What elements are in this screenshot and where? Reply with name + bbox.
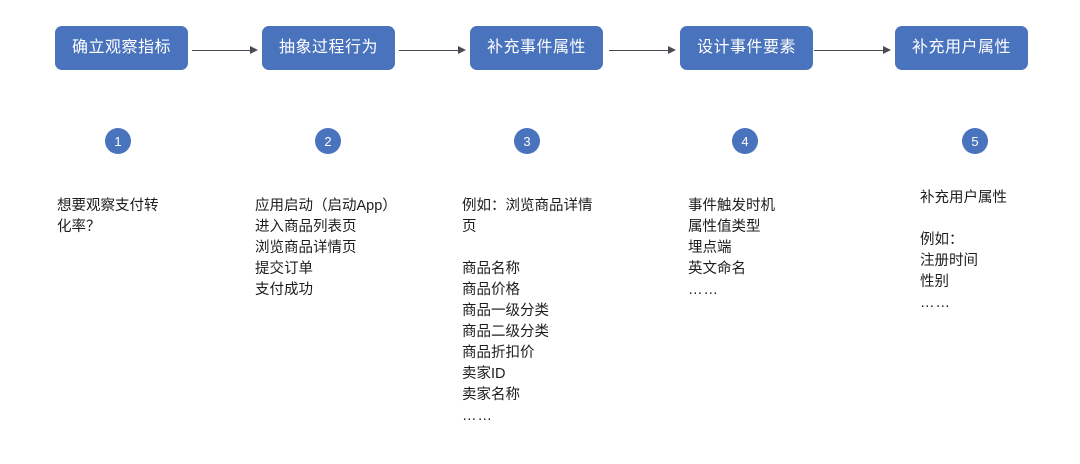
description-line: 商品价格 <box>462 282 520 298</box>
description-line: 例如：浏览商品详情 <box>462 198 593 214</box>
step-circle-2: 2 <box>315 128 341 154</box>
flow-box-2[interactable]: 抽象过程行为 <box>262 26 395 70</box>
description-line: 进入商品列表页 <box>255 219 357 235</box>
description-line: 埋点端 <box>688 240 732 256</box>
description-column-4: 事件触发时机属性值类型埋点端英文命名 …… <box>688 196 878 301</box>
flow-box-label: 设计事件要素 <box>696 39 796 56</box>
flow-box-label: 补充用户属性 <box>911 39 1011 56</box>
description-line: 注册时间 <box>920 253 978 269</box>
arrow-shaft <box>192 49 250 52</box>
description-spacer <box>462 238 652 259</box>
description-line: 页 <box>462 219 477 235</box>
flow-box-5[interactable]: 补充用户属性 <box>895 26 1028 70</box>
step-circle-1: 1 <box>105 128 131 154</box>
arrow-head-icon <box>883 46 891 54</box>
description-line: 商品折扣价 <box>462 345 535 361</box>
description-spacer <box>920 209 1070 230</box>
step-number: 4 <box>741 133 749 149</box>
description-line: …… <box>462 408 493 424</box>
description-line: 想要观察支付转 <box>57 198 159 214</box>
description-line: 属性值类型 <box>688 219 761 235</box>
description-line: 提交订单 <box>255 261 313 277</box>
flow-arrow-4 <box>814 46 891 55</box>
description-line: 事件触发时机 <box>688 198 775 214</box>
flow-arrow-2 <box>399 46 466 55</box>
arrow-head-icon <box>250 46 258 54</box>
description-line: 例如： <box>920 232 964 248</box>
description-column-3: 例如：浏览商品详情页商品名称商品价格商品一级分类商品二级分类商品折扣价卖家ID 卖… <box>462 196 652 427</box>
description-column-1: 想要观察支付转化率？ <box>57 196 237 238</box>
step-circle-3: 3 <box>514 128 540 154</box>
step-number: 2 <box>324 133 332 149</box>
description-line: 商品一级分类 <box>462 303 549 319</box>
flow-arrow-1 <box>192 46 258 55</box>
description-line: …… <box>688 282 719 298</box>
step-circle-5: 5 <box>962 128 988 154</box>
flow-box-label: 补充事件属性 <box>486 39 586 56</box>
description-line: 支付成功 <box>255 282 313 298</box>
description-line: 应用启动（启动App） <box>255 198 397 214</box>
arrow-shaft <box>814 49 883 52</box>
description-line: 化率？ <box>57 219 101 235</box>
flow-arrow-3 <box>609 46 676 55</box>
step-circle-4: 4 <box>732 128 758 154</box>
flow-box-3[interactable]: 补充事件属性 <box>470 26 603 70</box>
arrow-shaft <box>399 49 458 52</box>
arrow-head-icon <box>668 46 676 54</box>
arrow-shaft <box>609 49 668 52</box>
description-line: 性别 <box>920 274 949 290</box>
flow-box-4[interactable]: 设计事件要素 <box>680 26 813 70</box>
description-line: 商品二级分类 <box>462 324 549 340</box>
description-line: 卖家ID <box>462 366 506 382</box>
flow-box-label: 抽象过程行为 <box>278 39 378 56</box>
description-line: …… <box>920 295 951 311</box>
description-column-5: 补充用户属性例如： 注册时间性别 …… <box>920 188 1070 314</box>
description-line: 补充用户属性 <box>920 190 1007 206</box>
step-number: 5 <box>971 133 979 149</box>
arrow-head-icon <box>458 46 466 54</box>
description-line: 浏览商品详情页 <box>255 240 357 256</box>
step-number: 1 <box>114 133 122 149</box>
description-line: 英文命名 <box>688 261 746 277</box>
description-line: 商品名称 <box>462 261 520 277</box>
description-line: 卖家名称 <box>462 387 520 403</box>
step-number: 3 <box>523 133 531 149</box>
description-column-2: 应用启动（启动App） 进入商品列表页浏览商品详情页提交订单支付成功 <box>255 196 455 301</box>
flow-box-1[interactable]: 确立观察指标 <box>55 26 188 70</box>
flow-box-label: 确立观察指标 <box>71 39 171 56</box>
